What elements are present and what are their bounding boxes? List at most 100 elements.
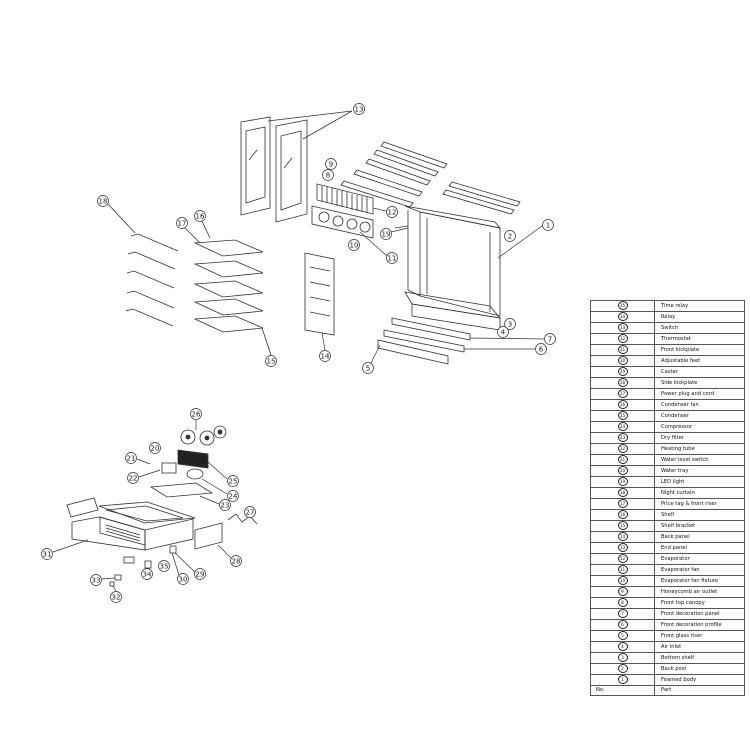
part-number: 20: [590, 465, 655, 477]
svg-text:27: 27: [246, 509, 255, 517]
canopy-profiles: [340, 141, 521, 215]
callout-4: 4: [497, 326, 509, 338]
control-components: [109, 545, 177, 587]
part-number-circle: 18: [617, 488, 628, 497]
svg-text:4: 4: [501, 329, 506, 337]
callout-22: 22: [127, 469, 161, 484]
part-name: Condenser fan: [654, 399, 745, 411]
column-header-part: Part: [654, 685, 745, 696]
honeycomb-canopy: [316, 183, 374, 215]
part-number: 19: [590, 476, 655, 488]
svg-text:6: 6: [539, 346, 544, 354]
shelves: [181, 216, 272, 356]
svg-text:29: 29: [196, 571, 205, 579]
part-number: 33: [590, 322, 655, 334]
callout-28: 28: [217, 544, 242, 567]
evaporator-fan-fixture: [311, 205, 374, 239]
part-number-circle: 11: [617, 565, 628, 574]
part-number: 26: [590, 399, 655, 411]
part-number-circle: 25: [617, 411, 628, 420]
part-number: 22: [590, 443, 655, 455]
part-name: Side kickplate: [654, 377, 745, 389]
part-name: Time relay: [654, 300, 745, 312]
part-name: Back panel: [654, 531, 745, 543]
front-profiles: [377, 317, 471, 365]
callout-11: 11: [359, 231, 398, 264]
part-name: Shelf bracket: [654, 520, 745, 532]
callout-14: 14: [319, 332, 331, 362]
callout-3: 3: [504, 318, 516, 330]
callout-17: 17: [176, 217, 188, 229]
part-number: 9: [590, 586, 655, 598]
callout-18: 18: [97, 195, 109, 207]
parts-table-row: 12 Evaporator: [590, 553, 745, 565]
condensing-unit: [149, 425, 227, 498]
part-name: Air inlet: [654, 641, 745, 653]
part-name: Evaporator: [654, 553, 745, 565]
part-number-circle: 7: [617, 609, 628, 618]
part-name: Night curtain: [654, 487, 745, 499]
callout-8: 8: [322, 169, 334, 181]
part-number: 13: [590, 542, 655, 554]
svg-text:31: 31: [43, 551, 52, 559]
svg-text:7: 7: [548, 336, 552, 344]
callout-25: 25: [207, 461, 239, 487]
part-name: Foamed body: [654, 674, 745, 686]
callout-1: 1: [497, 219, 554, 259]
svg-text:30: 30: [179, 576, 188, 584]
part-number: 21: [590, 454, 655, 466]
part-name: Front decoration profile: [654, 619, 745, 631]
part-name: Shelf: [654, 509, 745, 521]
part-number-circle: 12: [617, 554, 628, 563]
part-number: 17: [590, 498, 655, 510]
part-number-circle: 10: [617, 576, 628, 585]
part-number: 16: [590, 509, 655, 521]
column-header-no: No.: [590, 685, 655, 696]
part-number: 1: [590, 674, 655, 686]
part-number: 8: [590, 597, 655, 609]
foamed-body: [394, 205, 502, 331]
callout-35: 35: [158, 560, 170, 572]
part-number: 25: [590, 410, 655, 422]
part-number-circle: 31: [617, 345, 628, 354]
part-number-circle: 22: [617, 444, 628, 453]
part-number: 5: [590, 630, 655, 642]
part-number: 18: [590, 487, 655, 499]
part-number: 28: [590, 377, 655, 389]
part-name: Heating tube: [654, 443, 745, 455]
part-number: 4: [590, 641, 655, 653]
svg-text:5: 5: [366, 365, 370, 373]
svg-text:16: 16: [196, 213, 205, 221]
callout-24: 24: [201, 478, 239, 502]
svg-text:12: 12: [388, 209, 397, 217]
part-number-circle: 33: [617, 323, 628, 332]
svg-text:14: 14: [321, 353, 330, 361]
part-number-circle: 29: [617, 367, 628, 376]
svg-text:34: 34: [143, 571, 152, 579]
svg-text:17: 17: [178, 220, 187, 228]
part-number: 29: [590, 366, 655, 378]
part-number: 15: [590, 520, 655, 532]
part-number-circle: 21: [617, 455, 628, 464]
part-name: Front glass riser: [654, 630, 745, 642]
part-name: Price tag & front riser: [654, 498, 745, 510]
svg-text:24: 24: [229, 493, 238, 501]
part-number-circle: 27: [617, 389, 628, 398]
svg-text:22: 22: [129, 475, 138, 483]
callout-29: 29: [174, 552, 206, 580]
callout-7: 7: [469, 333, 556, 345]
